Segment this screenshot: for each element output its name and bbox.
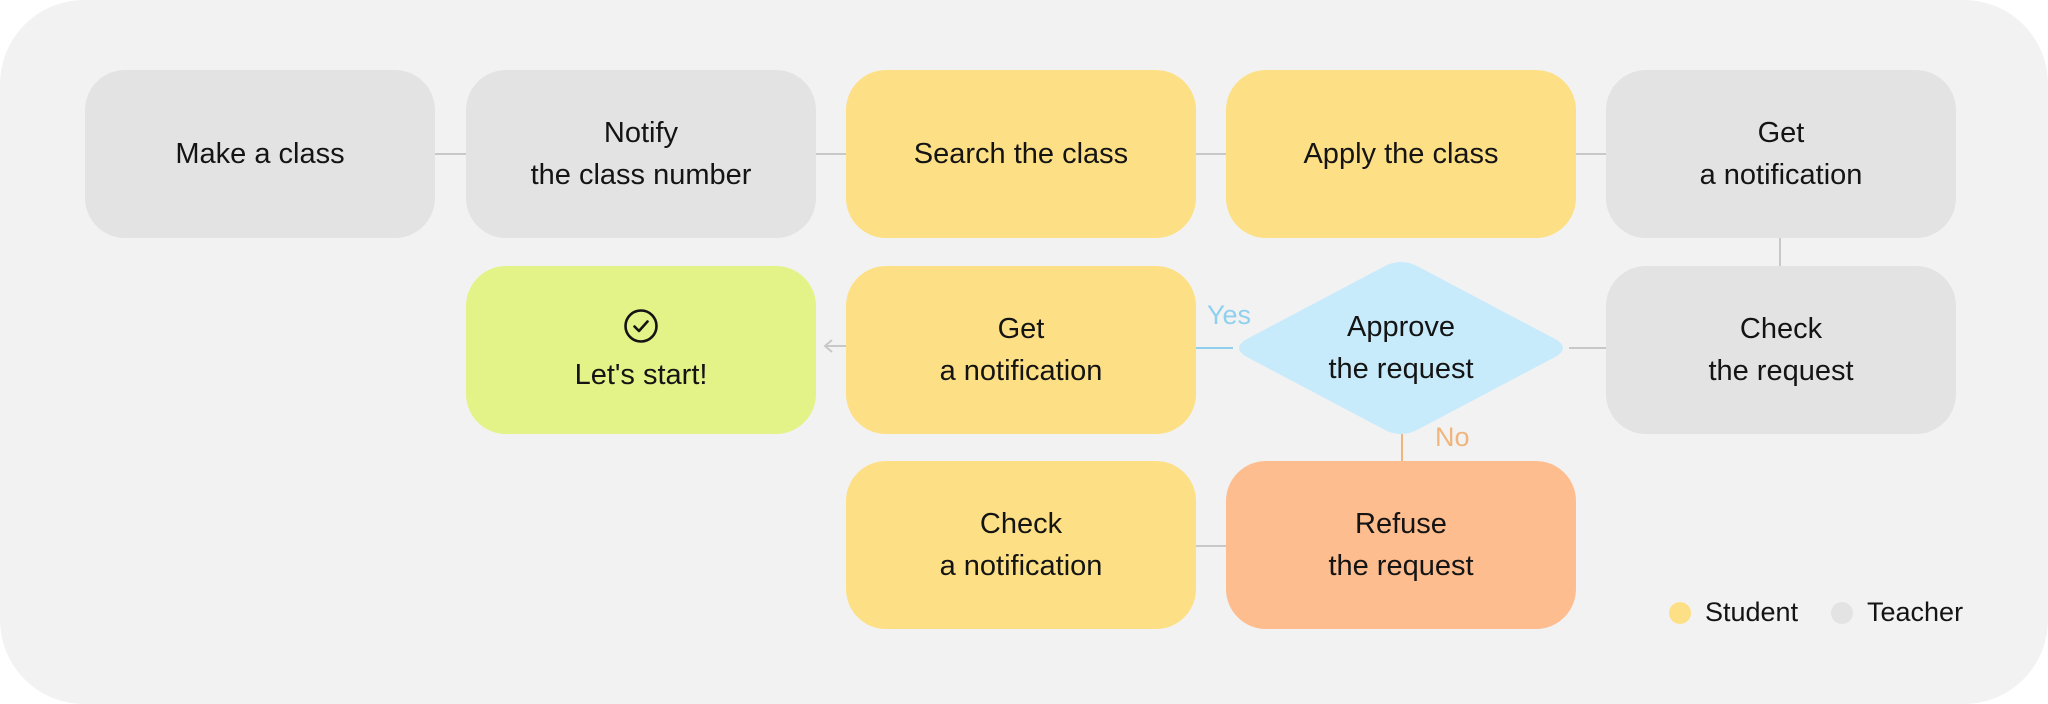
node-label: Make a class (175, 138, 345, 170)
node-make-class: Make a class (85, 70, 435, 238)
node-label: the request (1328, 550, 1474, 582)
node-label: Check (979, 508, 1063, 540)
node-notify-class-number: Notify the class number (466, 70, 816, 238)
legend-item-student: Student (1669, 597, 1798, 628)
node-label: a notification (939, 550, 1103, 582)
teacher-swatch (1831, 601, 1853, 624)
node-label: Approve (1346, 311, 1455, 343)
node-search-class: Search the class (846, 70, 1196, 238)
node-student-get-notification: Get a notification (846, 266, 1196, 434)
node-label: Apply the class (1303, 138, 1499, 170)
node-approve-request: Approve the request (1233, 262, 1569, 434)
node-label: the class number (530, 159, 752, 191)
check-circle-icon (624, 309, 658, 343)
node-label: the request (1708, 355, 1854, 387)
node-label: Check (1739, 313, 1823, 345)
legend-item-teacher: Teacher (1831, 597, 1963, 628)
node-label: the request (1328, 353, 1474, 385)
node-label: Let's start! (574, 359, 708, 391)
node-check-request: Check the request (1606, 266, 1956, 434)
node-label: Get (997, 313, 1045, 345)
node-teacher-get-notification: Get a notification (1606, 70, 1956, 238)
node-label: Get (1757, 117, 1805, 149)
branch-label-yes: Yes (1207, 300, 1252, 330)
node-refuse-request: Refuse the request (1226, 461, 1576, 629)
node-label: Refuse (1355, 508, 1447, 540)
branch-label-no: No (1435, 422, 1470, 452)
node-apply-class: Apply the class (1226, 70, 1576, 238)
decision-diamond (1239, 262, 1563, 434)
node-lets-start: Let's start! (466, 266, 816, 434)
arrow-head-icon (823, 339, 833, 353)
legend-label: Teacher (1867, 597, 1964, 627)
student-swatch (1669, 601, 1691, 624)
node-label: Notify (603, 117, 679, 149)
node-label: a notification (939, 355, 1103, 387)
node-label: Search the class (913, 138, 1129, 170)
node-label: a notification (1699, 159, 1863, 191)
node-check-notification: Check a notification (846, 461, 1196, 629)
legend-label: Student (1705, 597, 1799, 627)
